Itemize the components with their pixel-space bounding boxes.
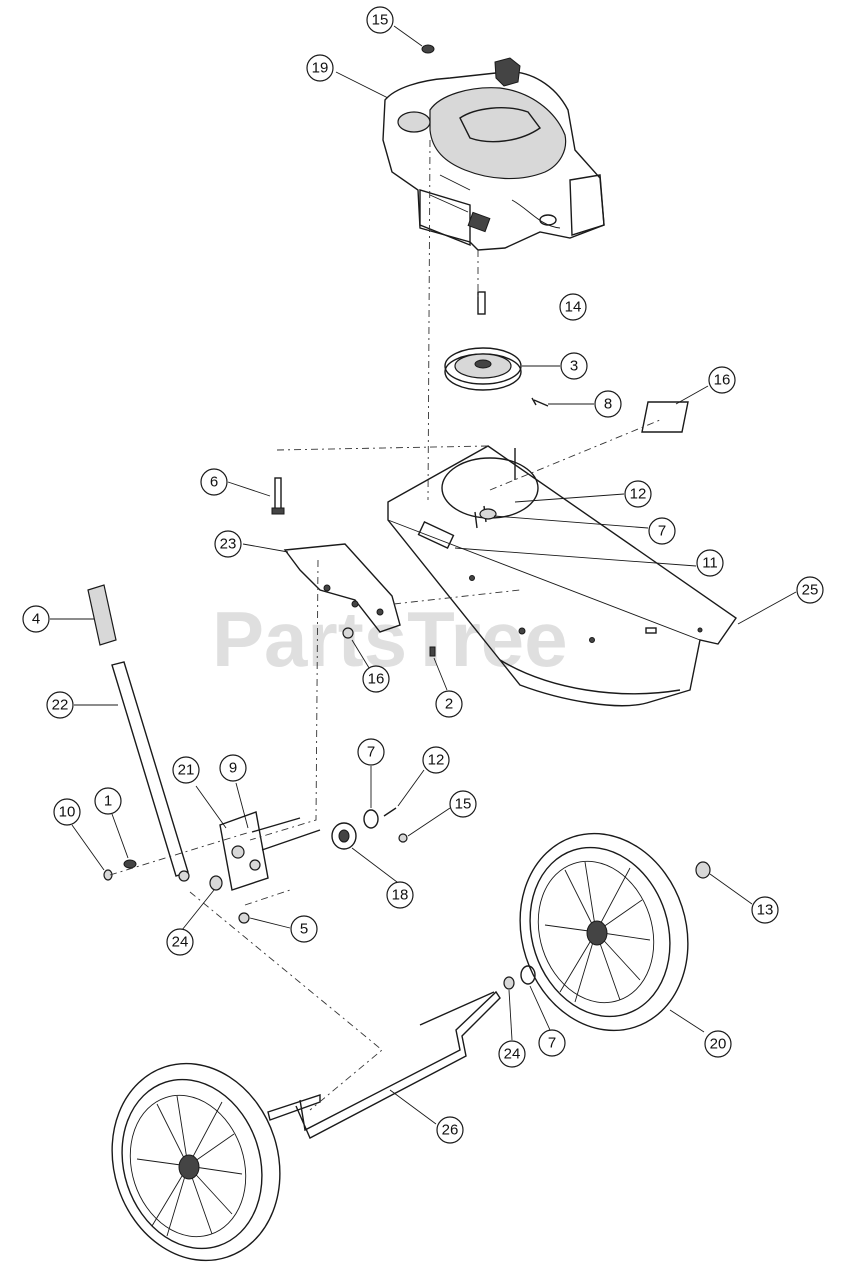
callout-2: 2: [435, 690, 463, 718]
svg-text:3: 3: [570, 358, 578, 375]
svg-text:1: 1: [104, 793, 112, 810]
nut-part-16: [342, 627, 354, 639]
callout-3: 3: [560, 352, 588, 380]
callout-4: 4: [22, 605, 50, 633]
nut-part-15: [398, 833, 408, 843]
callout-19: 19: [306, 54, 334, 82]
svg-text:24: 24: [172, 934, 189, 951]
callout-9: 9: [219, 754, 247, 782]
svg-text:6: 6: [210, 474, 218, 491]
svg-text:22: 22: [52, 697, 69, 714]
wheel-left: [111, 1062, 281, 1262]
svg-text:14: 14: [565, 299, 582, 316]
nut-part-10: [103, 869, 113, 881]
svg-text:26: 26: [442, 1122, 459, 1139]
grip-part-4: [87, 584, 117, 646]
washer-part-7-right: [520, 965, 536, 985]
svg-text:5: 5: [300, 921, 308, 938]
svg-text:19: 19: [312, 60, 329, 77]
callout-7-top: 7: [648, 517, 676, 545]
svg-text:8: 8: [604, 396, 612, 413]
callout-12-mid: 12: [422, 746, 450, 774]
svg-text:10: 10: [59, 804, 76, 821]
svg-text:7: 7: [658, 523, 666, 540]
callout-24-left: 24: [166, 928, 194, 956]
svg-text:20: 20: [710, 1036, 727, 1053]
callout-26: 26: [436, 1116, 464, 1144]
pin-part-12: [383, 807, 397, 817]
callout-25: 25: [796, 576, 824, 604]
bolt-part-6: [271, 477, 285, 515]
callout-20: 20: [704, 1030, 732, 1058]
handle-part-22: [111, 661, 189, 877]
bracket-part-23: [283, 543, 401, 633]
spring-part-1: [123, 859, 137, 869]
callout-12-top: 12: [624, 480, 652, 508]
pin-part-2: [429, 646, 436, 657]
deck-part-25: [387, 445, 737, 707]
svg-text:21: 21: [178, 762, 195, 779]
watermark: PartsTree: [212, 595, 568, 683]
svg-text:2: 2: [445, 696, 453, 713]
svg-text:23: 23: [220, 536, 237, 553]
svg-text:4: 4: [32, 611, 40, 628]
axle-part-26: [267, 990, 501, 1139]
washer-part-7: [363, 809, 379, 829]
svg-text:18: 18: [392, 887, 409, 904]
sleeve-part-11: [417, 520, 455, 550]
callout-14: 14: [559, 293, 587, 321]
callout-15-mid: 15: [449, 790, 477, 818]
callout-13: 13: [751, 896, 779, 924]
wheel-part-20: [519, 832, 689, 1032]
svg-text:12: 12: [428, 752, 445, 769]
callout-11: 11: [696, 549, 724, 577]
svg-text:25: 25: [802, 582, 819, 599]
key-part-14: [477, 291, 486, 315]
svg-text:15: 15: [372, 12, 389, 29]
svg-text:15: 15: [455, 796, 472, 813]
bolt-part-9: [251, 817, 321, 851]
callout-7-mid: 7: [357, 738, 385, 766]
callout-7-right: 7: [538, 1029, 566, 1057]
bolt-part-8: [531, 397, 549, 407]
callout-16-mid: 16: [362, 665, 390, 693]
svg-text:11: 11: [702, 555, 718, 572]
svg-text:24: 24: [504, 1046, 521, 1063]
callout-24-right: 24: [498, 1040, 526, 1068]
callout-16-right: 16: [708, 366, 736, 394]
svg-text:13: 13: [757, 902, 774, 919]
svg-text:7: 7: [367, 744, 375, 761]
callout-8: 8: [594, 390, 622, 418]
svg-text:9: 9: [229, 760, 237, 777]
washer-part-24: [209, 875, 223, 891]
callout-23: 23: [214, 530, 242, 558]
callout-15-top: 15: [366, 6, 394, 34]
callout-10: 10: [53, 798, 81, 826]
alignment-lines: [109, 139, 661, 1111]
callout-6: 6: [200, 468, 228, 496]
nut-part-5: [238, 912, 250, 924]
bracket-part-21: [219, 811, 269, 891]
washer-part-24-right: [503, 976, 515, 990]
callout-21: 21: [172, 756, 200, 784]
callout-22: 22: [46, 691, 74, 719]
engine: [382, 57, 605, 251]
pulley-part-3: [444, 347, 522, 391]
callout-1: 1: [94, 787, 122, 815]
callout-5: 5: [290, 915, 318, 943]
callout-18: 18: [386, 881, 414, 909]
svg-text:12: 12: [630, 486, 647, 503]
spacer-part-18: [331, 822, 357, 850]
nut-part-13: [695, 861, 711, 879]
leader-lines: [50, 25, 797, 1125]
decal-part-16: [641, 401, 689, 433]
nut-part-15-top: [421, 44, 435, 54]
svg-text:7: 7: [548, 1035, 556, 1052]
svg-text:16: 16: [714, 372, 731, 389]
svg-text:16: 16: [368, 671, 385, 688]
